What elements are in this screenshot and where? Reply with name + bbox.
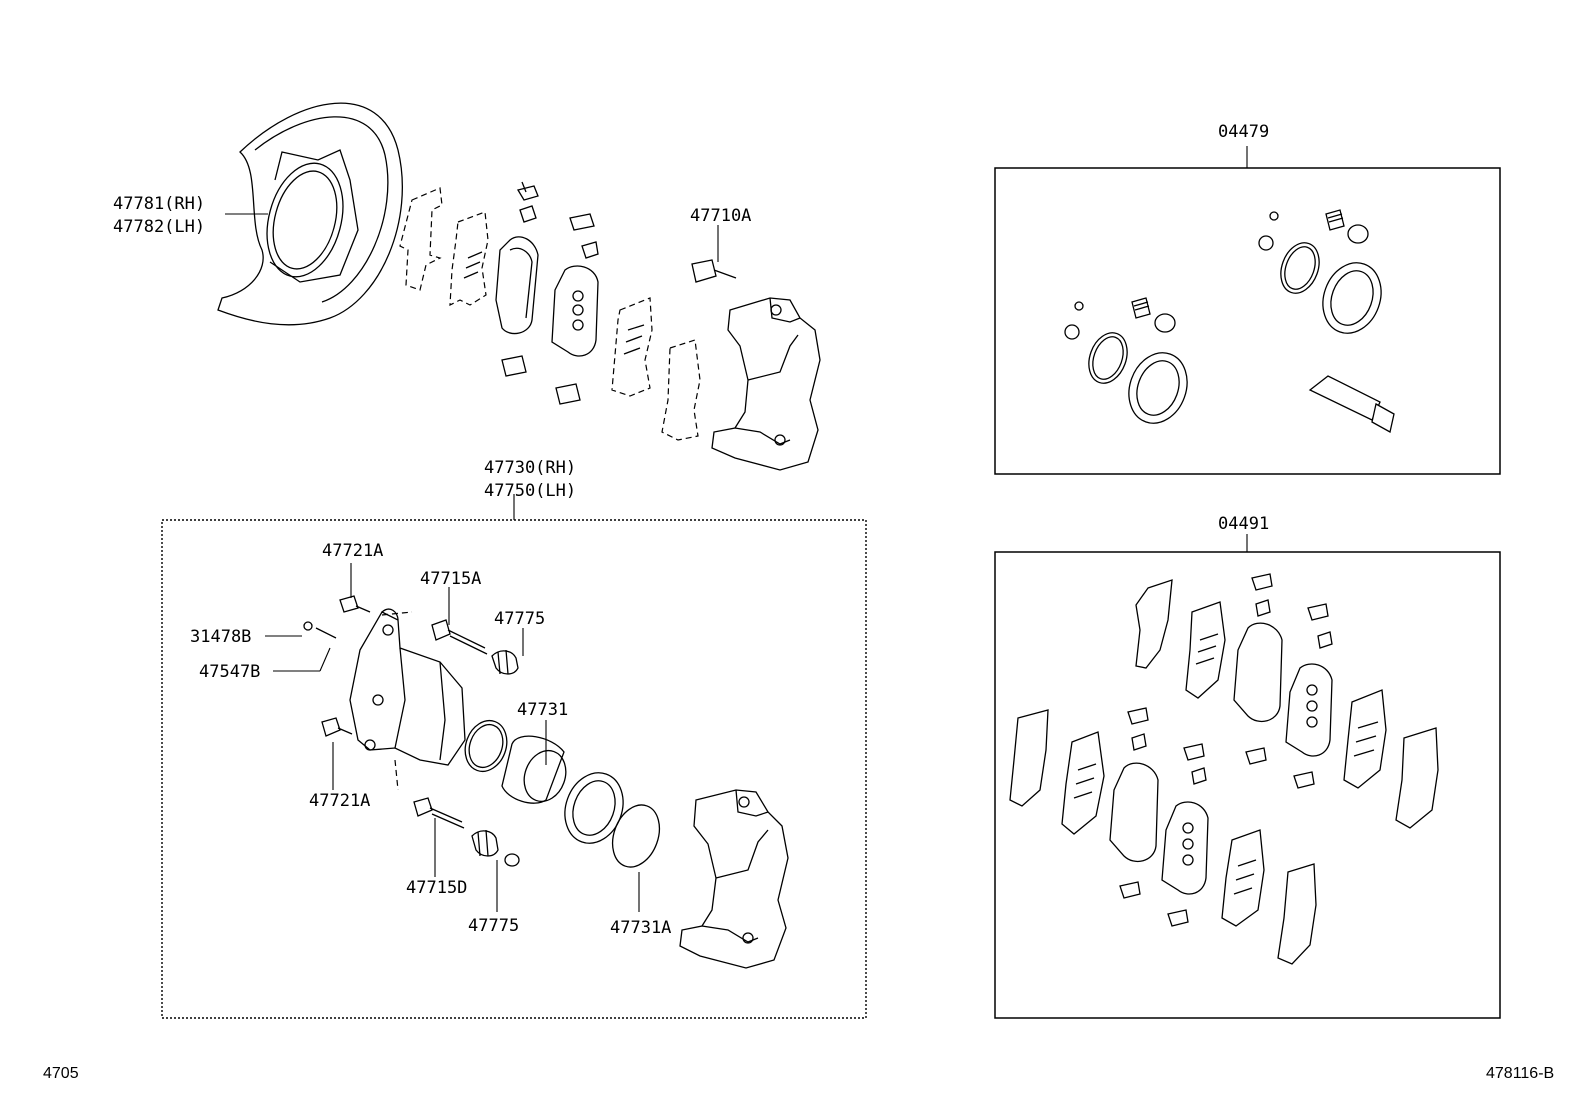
leader-lines [225, 146, 1248, 912]
label-04491: 04491 [1218, 514, 1269, 534]
dust-shield-illustration [217, 102, 403, 326]
pad-kit-illustration [1009, 573, 1439, 965]
seal-kit-illustration [1064, 209, 1395, 433]
label-47731a: 47731A [610, 918, 671, 938]
label-47775-bottom: 47775 [468, 916, 519, 936]
label-47547b: 47547B [199, 662, 260, 682]
pad-kit-box [994, 551, 1501, 1019]
pad-assembly-upper [399, 181, 701, 441]
label-47750-lh: 47750(LH) [484, 481, 576, 501]
label-47715d: 47715D [406, 878, 467, 898]
caliper-assembly-illustration [303, 595, 789, 969]
label-47721a-top: 47721A [322, 541, 383, 561]
label-04479: 04479 [1218, 122, 1269, 142]
label-47730-rh: 47730(RH) [484, 458, 576, 478]
label-47782-lh: 47782(LH) [113, 217, 205, 237]
label-47710a: 47710A [690, 206, 751, 226]
label-47721a-bottom: 47721A [309, 791, 370, 811]
seal-kit-box [994, 167, 1501, 475]
label-31478b: 31478B [190, 627, 251, 647]
caliper-bracket-upper [691, 259, 821, 471]
figure-code: 478116-B [1486, 1065, 1554, 1082]
page-code: 4705 [43, 1065, 79, 1082]
label-47731: 47731 [517, 700, 568, 720]
label-47781-rh: 47781(RH) [113, 194, 205, 214]
label-47715a: 47715A [420, 569, 481, 589]
label-47775-top: 47775 [494, 609, 545, 629]
